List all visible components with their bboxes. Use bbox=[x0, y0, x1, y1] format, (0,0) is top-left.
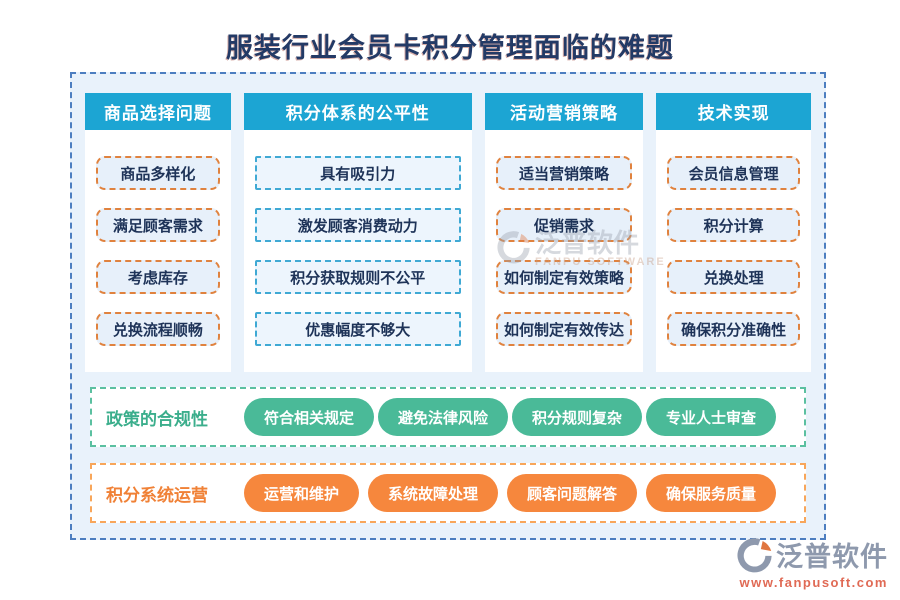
row-pills: 符合相关规定避免法律风险积分规则复杂专业人士审查 bbox=[244, 398, 804, 436]
column-item: 适当营销策略 bbox=[495, 156, 633, 190]
row-pill: 符合相关规定 bbox=[244, 398, 375, 436]
column-header: 活动营销策略 bbox=[484, 93, 644, 130]
row-label: 政策的合规性 bbox=[106, 409, 208, 429]
row-pill: 积分规则复杂 bbox=[511, 398, 642, 436]
fanpu-logo-icon bbox=[737, 537, 772, 572]
difficulty-column: 商品选择问题 商品多样化满足顾客需求考虑库存兑换流程顺畅 bbox=[85, 93, 231, 372]
column-item: 积分获取规则不公平 bbox=[254, 260, 461, 294]
column-body: 商品多样化满足顾客需求考虑库存兑换流程顺畅 bbox=[85, 130, 231, 372]
difficulties-board: 商品选择问题 商品多样化满足顾客需求考虑库存兑换流程顺畅 积分体系的公平性 具有… bbox=[70, 72, 826, 540]
column-header: 商品选择问题 bbox=[85, 93, 231, 130]
column-item: 积分计算 bbox=[667, 208, 801, 242]
column-item: 优惠幅度不够大 bbox=[254, 312, 461, 346]
column-header: 积分体系的公平性 bbox=[243, 93, 472, 130]
row-pill: 顾客问题解答 bbox=[506, 474, 637, 512]
bottom-row: 政策的合规性 符合相关规定避免法律风险积分规则复杂专业人士审查 bbox=[90, 387, 806, 447]
row-pill: 确保服务质量 bbox=[645, 474, 776, 512]
column-item: 如何制定有效策略 bbox=[495, 260, 633, 294]
row-pills: 运营和维护系统故障处理顾客问题解答确保服务质量 bbox=[244, 474, 804, 512]
corner-watermark-url: www.fanpusoft.com bbox=[739, 575, 888, 590]
column-header: 技术实现 bbox=[656, 93, 812, 130]
difficulty-column: 活动营销策略 适当营销策略促销需求如何制定有效策略如何制定有效传达 bbox=[484, 93, 644, 372]
column-body: 适当营销策略促销需求如何制定有效策略如何制定有效传达 bbox=[485, 130, 644, 372]
column-item: 具有吸引力 bbox=[254, 156, 461, 190]
difficulty-column: 积分体系的公平性 具有吸引力激发顾客消费动力积分获取规则不公平优惠幅度不够大 bbox=[243, 93, 472, 372]
corner-watermark: 泛普软件 www.fanpusoft.com bbox=[737, 535, 888, 590]
row-pill: 运营和维护 bbox=[244, 474, 360, 512]
column-item: 考虑库存 bbox=[96, 260, 220, 294]
bottom-row: 积分系统运营 运营和维护系统故障处理顾客问题解答确保服务质量 bbox=[90, 463, 806, 523]
row-label: 积分系统运营 bbox=[106, 485, 208, 505]
page-title: 服装行业会员卡积分管理面临的难题 bbox=[226, 33, 674, 63]
column-body: 会员信息管理积分计算兑换处理确保积分准确性 bbox=[656, 130, 811, 372]
column-item: 兑换流程顺畅 bbox=[96, 312, 220, 346]
column-item: 兑换处理 bbox=[667, 260, 801, 294]
row-pill: 专业人士审查 bbox=[645, 398, 776, 436]
column-item: 激发顾客消费动力 bbox=[254, 208, 461, 242]
row-pill: 系统故障处理 bbox=[367, 474, 498, 512]
column-item: 会员信息管理 bbox=[667, 156, 801, 190]
column-body: 具有吸引力激发顾客消费动力积分获取规则不公平优惠幅度不够大 bbox=[244, 130, 472, 372]
bottom-rows: 政策的合规性 符合相关规定避免法律风险积分规则复杂专业人士审查 积分系统运营 运… bbox=[90, 387, 806, 523]
column-item: 满足顾客需求 bbox=[96, 208, 220, 242]
columns: 商品选择问题 商品多样化满足顾客需求考虑库存兑换流程顺畅 积分体系的公平性 具有… bbox=[85, 93, 812, 372]
difficulty-column: 技术实现 会员信息管理积分计算兑换处理确保积分准确性 bbox=[656, 93, 812, 372]
corner-watermark-name: 泛普软件 bbox=[776, 542, 888, 572]
column-item: 如何制定有效传达 bbox=[495, 312, 633, 346]
column-item: 确保积分准确性 bbox=[667, 312, 801, 346]
row-pill: 避免法律风险 bbox=[377, 398, 508, 436]
column-item: 促销需求 bbox=[495, 208, 633, 242]
column-item: 商品多样化 bbox=[96, 156, 220, 190]
